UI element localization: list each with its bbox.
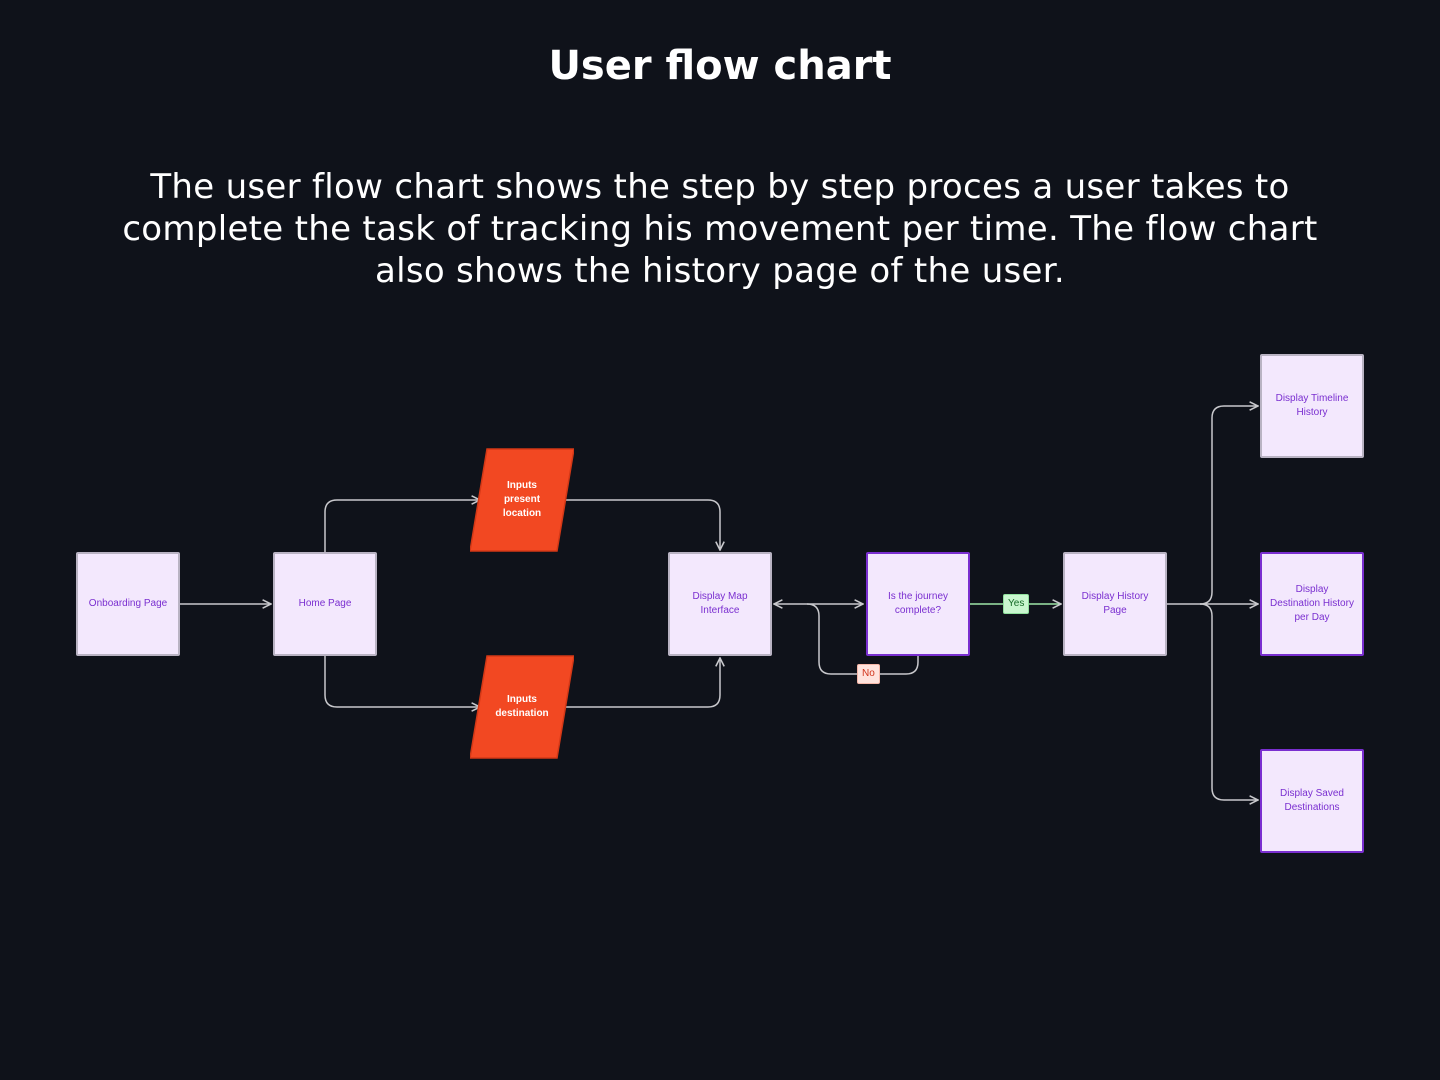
onboarding-page-node[interactable]: Onboarding Page bbox=[76, 552, 180, 656]
node-label: Inputs destination bbox=[495, 694, 549, 719]
home-page-node[interactable]: Home Page bbox=[273, 552, 377, 656]
node-label: Onboarding Page bbox=[88, 598, 168, 609]
node-label: Is the journey complete? bbox=[887, 591, 949, 616]
connector-home-location bbox=[324, 500, 480, 552]
input-present-location-node[interactable]: Inputs present location bbox=[470, 448, 574, 552]
connector-history-timeline bbox=[1199, 406, 1258, 605]
yes-label: Yes bbox=[1003, 594, 1030, 614]
display-destination-history-per-day-node[interactable]: Display Destination History per Day bbox=[1260, 552, 1364, 656]
node-label: Display Saved Destinations bbox=[1280, 788, 1344, 813]
connector-location-map bbox=[565, 499, 720, 550]
node-label: Display History Page bbox=[1081, 591, 1149, 616]
display-map-interface-node[interactable]: Display Map Interface bbox=[668, 552, 772, 656]
node-label: Inputs present location bbox=[502, 480, 542, 519]
connector-destination-map bbox=[565, 658, 720, 708]
page-title: User flow chart bbox=[548, 43, 892, 89]
connector-no-loop bbox=[806, 603, 919, 675]
no-label: No bbox=[857, 664, 880, 684]
node-label: Display Timeline History bbox=[1275, 393, 1349, 418]
node-label: Display Destination History per Day bbox=[1270, 584, 1354, 623]
node-label: Display Map Interface bbox=[692, 591, 748, 616]
parallelogram-shape bbox=[470, 655, 574, 759]
display-history-page-node[interactable]: Display History Page bbox=[1063, 552, 1167, 656]
page-description: The user flow chart shows the step by st… bbox=[122, 167, 1318, 291]
connector-history-saved bbox=[1199, 603, 1258, 800]
display-saved-destinations-node[interactable]: Display Saved Destinations bbox=[1260, 749, 1364, 853]
journey-complete-decision-node[interactable]: Is the journey complete? bbox=[866, 552, 970, 656]
node-label: Home Page bbox=[298, 598, 352, 609]
parallelogram-shape bbox=[470, 448, 574, 552]
input-destination-node[interactable]: Inputs destination bbox=[470, 655, 574, 759]
display-timeline-history-node[interactable]: Display Timeline History bbox=[1260, 354, 1364, 458]
connector-home-destination bbox=[324, 656, 480, 707]
